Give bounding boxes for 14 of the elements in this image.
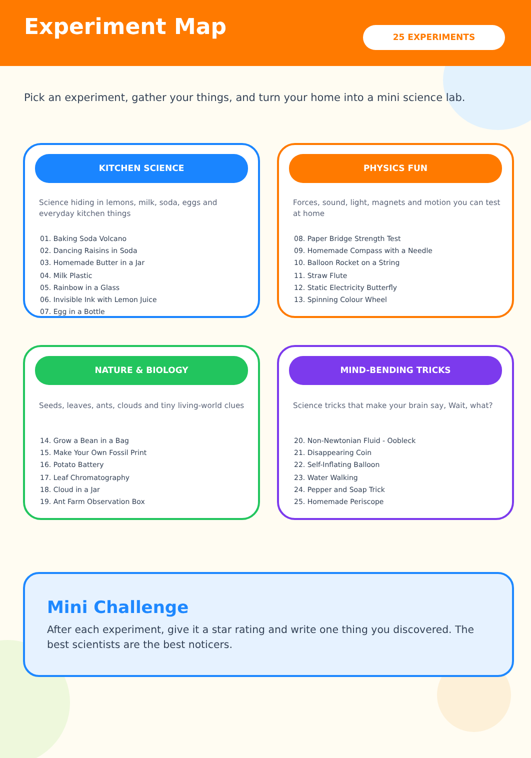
page-title: Experiment Map — [24, 15, 226, 40]
category-heading: MIND-BENDING TRICKS — [289, 356, 502, 385]
challenge-title: Mini Challenge — [47, 598, 189, 618]
category-card — [277, 143, 514, 318]
count-badge: 25 EXPERIMENTS — [363, 25, 505, 50]
category-heading: PHYSICS FUN — [289, 154, 502, 183]
category-heading: NATURE & BIOLOGY — [35, 356, 248, 385]
challenge-panel — [23, 572, 514, 677]
category-card — [23, 345, 260, 520]
category-heading: KITCHEN SCIENCE — [35, 154, 248, 183]
intro-text: Pick an experiment, gather your things, and turn your home into a mini science lab. — [24, 92, 466, 104]
challenge-text: After each experiment, give it a star rating and write one thing you discovered. The best scientists are the best noticers. — [47, 624, 475, 653]
category-card — [23, 143, 260, 318]
category-card — [277, 345, 514, 520]
